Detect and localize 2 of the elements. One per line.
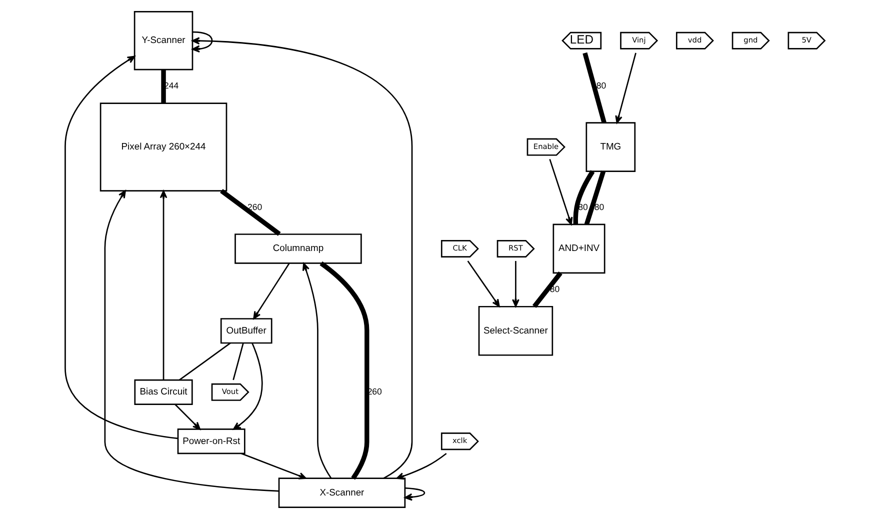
edge-label: 80	[596, 80, 606, 90]
edge-label: 80	[594, 201, 604, 212]
